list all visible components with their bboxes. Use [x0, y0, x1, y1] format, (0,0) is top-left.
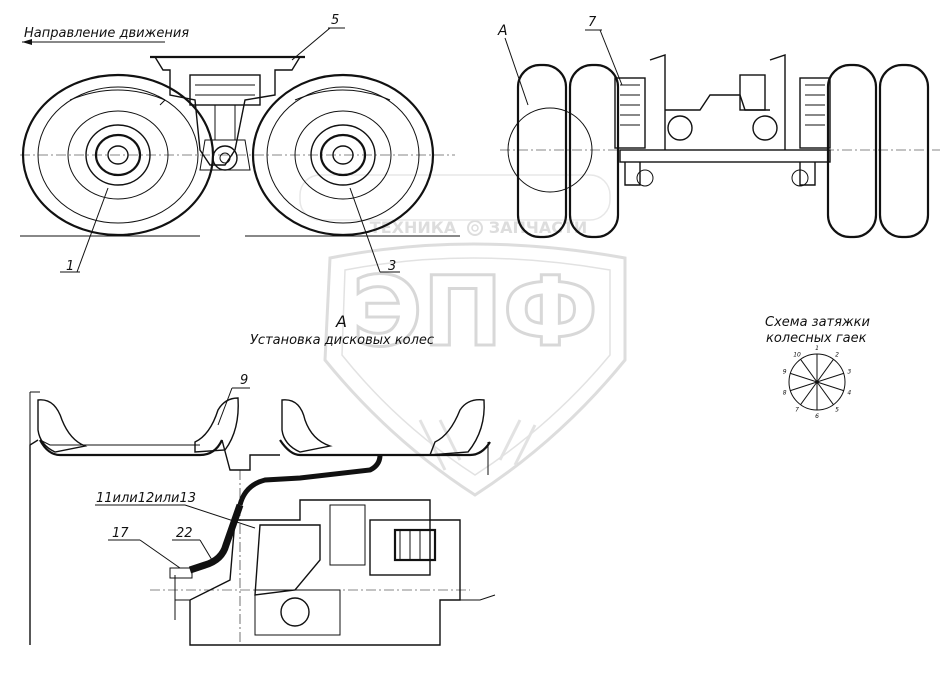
rear-view: А 7 [497, 15, 940, 239]
watermark: ЭПФ ТЕХНИКА ЗАПЧАСТИ [299, 174, 627, 497]
svg-text:3: 3 [388, 259, 396, 274]
scheme-spoke [816, 381, 834, 405]
scheme-spoke [800, 359, 818, 383]
direction-label: Направление движения [24, 26, 189, 41]
scheme-nut-number: 9 [783, 368, 787, 375]
svg-text:7: 7 [588, 15, 597, 30]
scheme-nut-number: 7 [795, 407, 799, 414]
scheme-spoke [790, 372, 818, 383]
tightening-scheme: Схема затяжки колесных гаек 1 2 3 4 5 6 7 8 9 10 [765, 315, 870, 420]
watermark-logo: ЭПФ [352, 256, 598, 368]
callout-1: 1 [60, 187, 109, 274]
section-letter-top: А [497, 23, 508, 39]
scheme-nut-number: 1 [815, 345, 819, 352]
gear-icon [467, 220, 483, 236]
callout-5: 5 [291, 13, 345, 61]
scheme-nut-number: 10 [793, 351, 801, 358]
scheme-nut-number: 3 [847, 368, 851, 375]
callout-7: 7 [585, 15, 623, 86]
right-wheel [251, 73, 435, 237]
svg-text:5: 5 [331, 13, 339, 28]
svg-text:11или12или13: 11или12или13 [96, 491, 196, 506]
watermark-shield [323, 242, 627, 497]
scheme-nut-number: 8 [783, 390, 787, 397]
svg-text:22: 22 [176, 526, 193, 541]
scheme-spoke [816, 372, 844, 383]
callout-9: 9 [217, 373, 250, 426]
svg-text:1: 1 [66, 259, 74, 274]
svg-text:9: 9 [240, 373, 248, 388]
callout-17: 17 [108, 526, 181, 569]
scheme-spoke [790, 381, 818, 392]
scheme-nut-number: 2 [835, 351, 839, 358]
scheme-nut-number: 6 [815, 413, 819, 420]
suspension-bracket [150, 55, 305, 171]
scheme-spoke [800, 381, 818, 405]
scheme-title-line2: колесных гаек [766, 331, 867, 346]
direction-arrow [22, 39, 165, 45]
scheme-nut-number: 4 [847, 390, 851, 397]
svg-text:17: 17 [112, 526, 129, 541]
callout-3: 3 [349, 187, 400, 274]
watermark-text-right: ЗАПЧАСТИ [489, 218, 588, 237]
side-view: Направление движения [20, 13, 460, 274]
scheme-title-line1: Схема затяжки [765, 315, 870, 330]
scheme-spoke [816, 381, 844, 392]
scheme-spoke [816, 359, 834, 383]
callout-22: 22 [172, 526, 213, 561]
hub-section: 9 11или12или13 17 22 [29, 373, 496, 646]
section-letter-bottom: А [335, 312, 347, 331]
scheme-nut-number: 5 [835, 407, 839, 414]
callout-11-13: 11или12или13 [95, 491, 256, 529]
section-title: Установка дисковых колес [250, 333, 434, 348]
